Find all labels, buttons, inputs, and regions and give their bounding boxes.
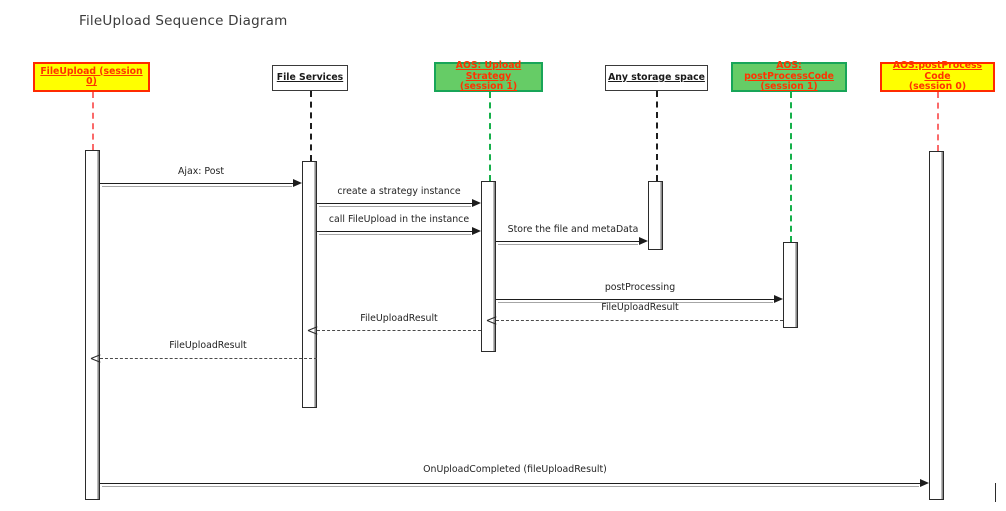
message-line-fileuploadresult-1 <box>496 320 783 321</box>
message-label-fileuploadresult-1: FileUploadResult <box>601 302 679 313</box>
message-label-store-file: Store the file and metaData <box>507 224 639 235</box>
activation-postprocesscode-s1 <box>783 242 798 328</box>
message-line-ajax-post <box>100 183 294 187</box>
lifeline-label-fileupload: FileUpload (session 0) <box>40 65 143 87</box>
message-label-postprocessing: postProcessing <box>604 282 676 293</box>
message-line-postprocessing <box>496 299 775 303</box>
lifeline-storage-space <box>656 91 658 181</box>
lifeline-head-upload-strategy[interactable]: AOS: Upload Strategy (session 1) <box>434 60 543 93</box>
activation-fileupload <box>85 150 100 500</box>
message-label-ajax-post: Ajax: Post <box>177 166 225 177</box>
end-tick-mark <box>995 483 996 502</box>
lifeline-postprocesscode-s0 <box>937 92 939 151</box>
lifeline-label-postprocesscode-s1: AOS: postProcessCode (session 1) <box>744 60 834 93</box>
message-label-fileuploadresult-3: FileUploadResult <box>169 340 247 351</box>
lifeline-head-postprocesscode-s1[interactable]: AOS: postProcessCode (session 1) <box>731 60 847 93</box>
lifeline-head-storage-space[interactable]: Any storage space <box>605 65 708 91</box>
activation-file-services <box>302 161 317 408</box>
message-line-store-file <box>496 241 640 245</box>
lifeline-postprocesscode-s1 <box>790 92 792 242</box>
arrow-head-postprocessing <box>774 295 783 303</box>
lifeline-head-fileupload[interactable]: FileUpload (session 0) <box>33 62 150 92</box>
arrow-head-create-strategy <box>472 199 481 207</box>
message-line-call-fileupload <box>317 231 473 235</box>
lifeline-label-postprocesscode-s0: AOS:postProcess Code (session 0) <box>892 60 983 93</box>
arrow-head-store-file <box>639 237 648 245</box>
activation-postprocesscode-s0 <box>929 151 944 500</box>
message-line-fileuploadresult-2 <box>317 330 481 331</box>
lifeline-head-file-services[interactable]: File Services <box>272 65 348 91</box>
lifeline-upload-strategy <box>489 92 491 181</box>
arrow-head-ajax-post <box>293 179 302 187</box>
message-label-create-strategy: create a strategy instance <box>337 186 461 197</box>
message-label-call-fileupload: call FileUpload in the instance <box>328 214 470 225</box>
activation-storage-space <box>648 181 663 250</box>
lifeline-fileupload <box>92 92 94 150</box>
arrow-head-fileuploadresult-2 <box>308 326 317 335</box>
lifeline-label-upload-strategy: AOS: Upload Strategy (session 1) <box>455 60 522 93</box>
message-line-onuploadcompleted <box>100 483 921 487</box>
arrow-head-onuploadcompleted <box>920 479 929 487</box>
page-title: FileUpload Sequence Diagram <box>79 13 288 29</box>
arrow-head-call-fileupload <box>472 227 481 235</box>
arrow-head-fileuploadresult-3 <box>91 354 100 363</box>
lifeline-label-storage-space: Any storage space <box>608 71 705 83</box>
lifeline-head-postprocesscode-s0[interactable]: AOS:postProcess Code (session 0) <box>880 60 995 93</box>
lifeline-label-file-services: File Services <box>276 71 344 83</box>
lifeline-file-services <box>310 91 312 161</box>
message-line-create-strategy <box>317 203 473 207</box>
message-line-fileuploadresult-3 <box>100 358 317 359</box>
message-label-fileuploadresult-2: FileUploadResult <box>360 313 438 324</box>
message-label-onuploadcompleted: OnUploadCompleted (fileUploadResult) <box>423 464 607 475</box>
arrow-head-fileuploadresult-1 <box>487 316 496 325</box>
activation-upload-strategy <box>481 181 496 352</box>
